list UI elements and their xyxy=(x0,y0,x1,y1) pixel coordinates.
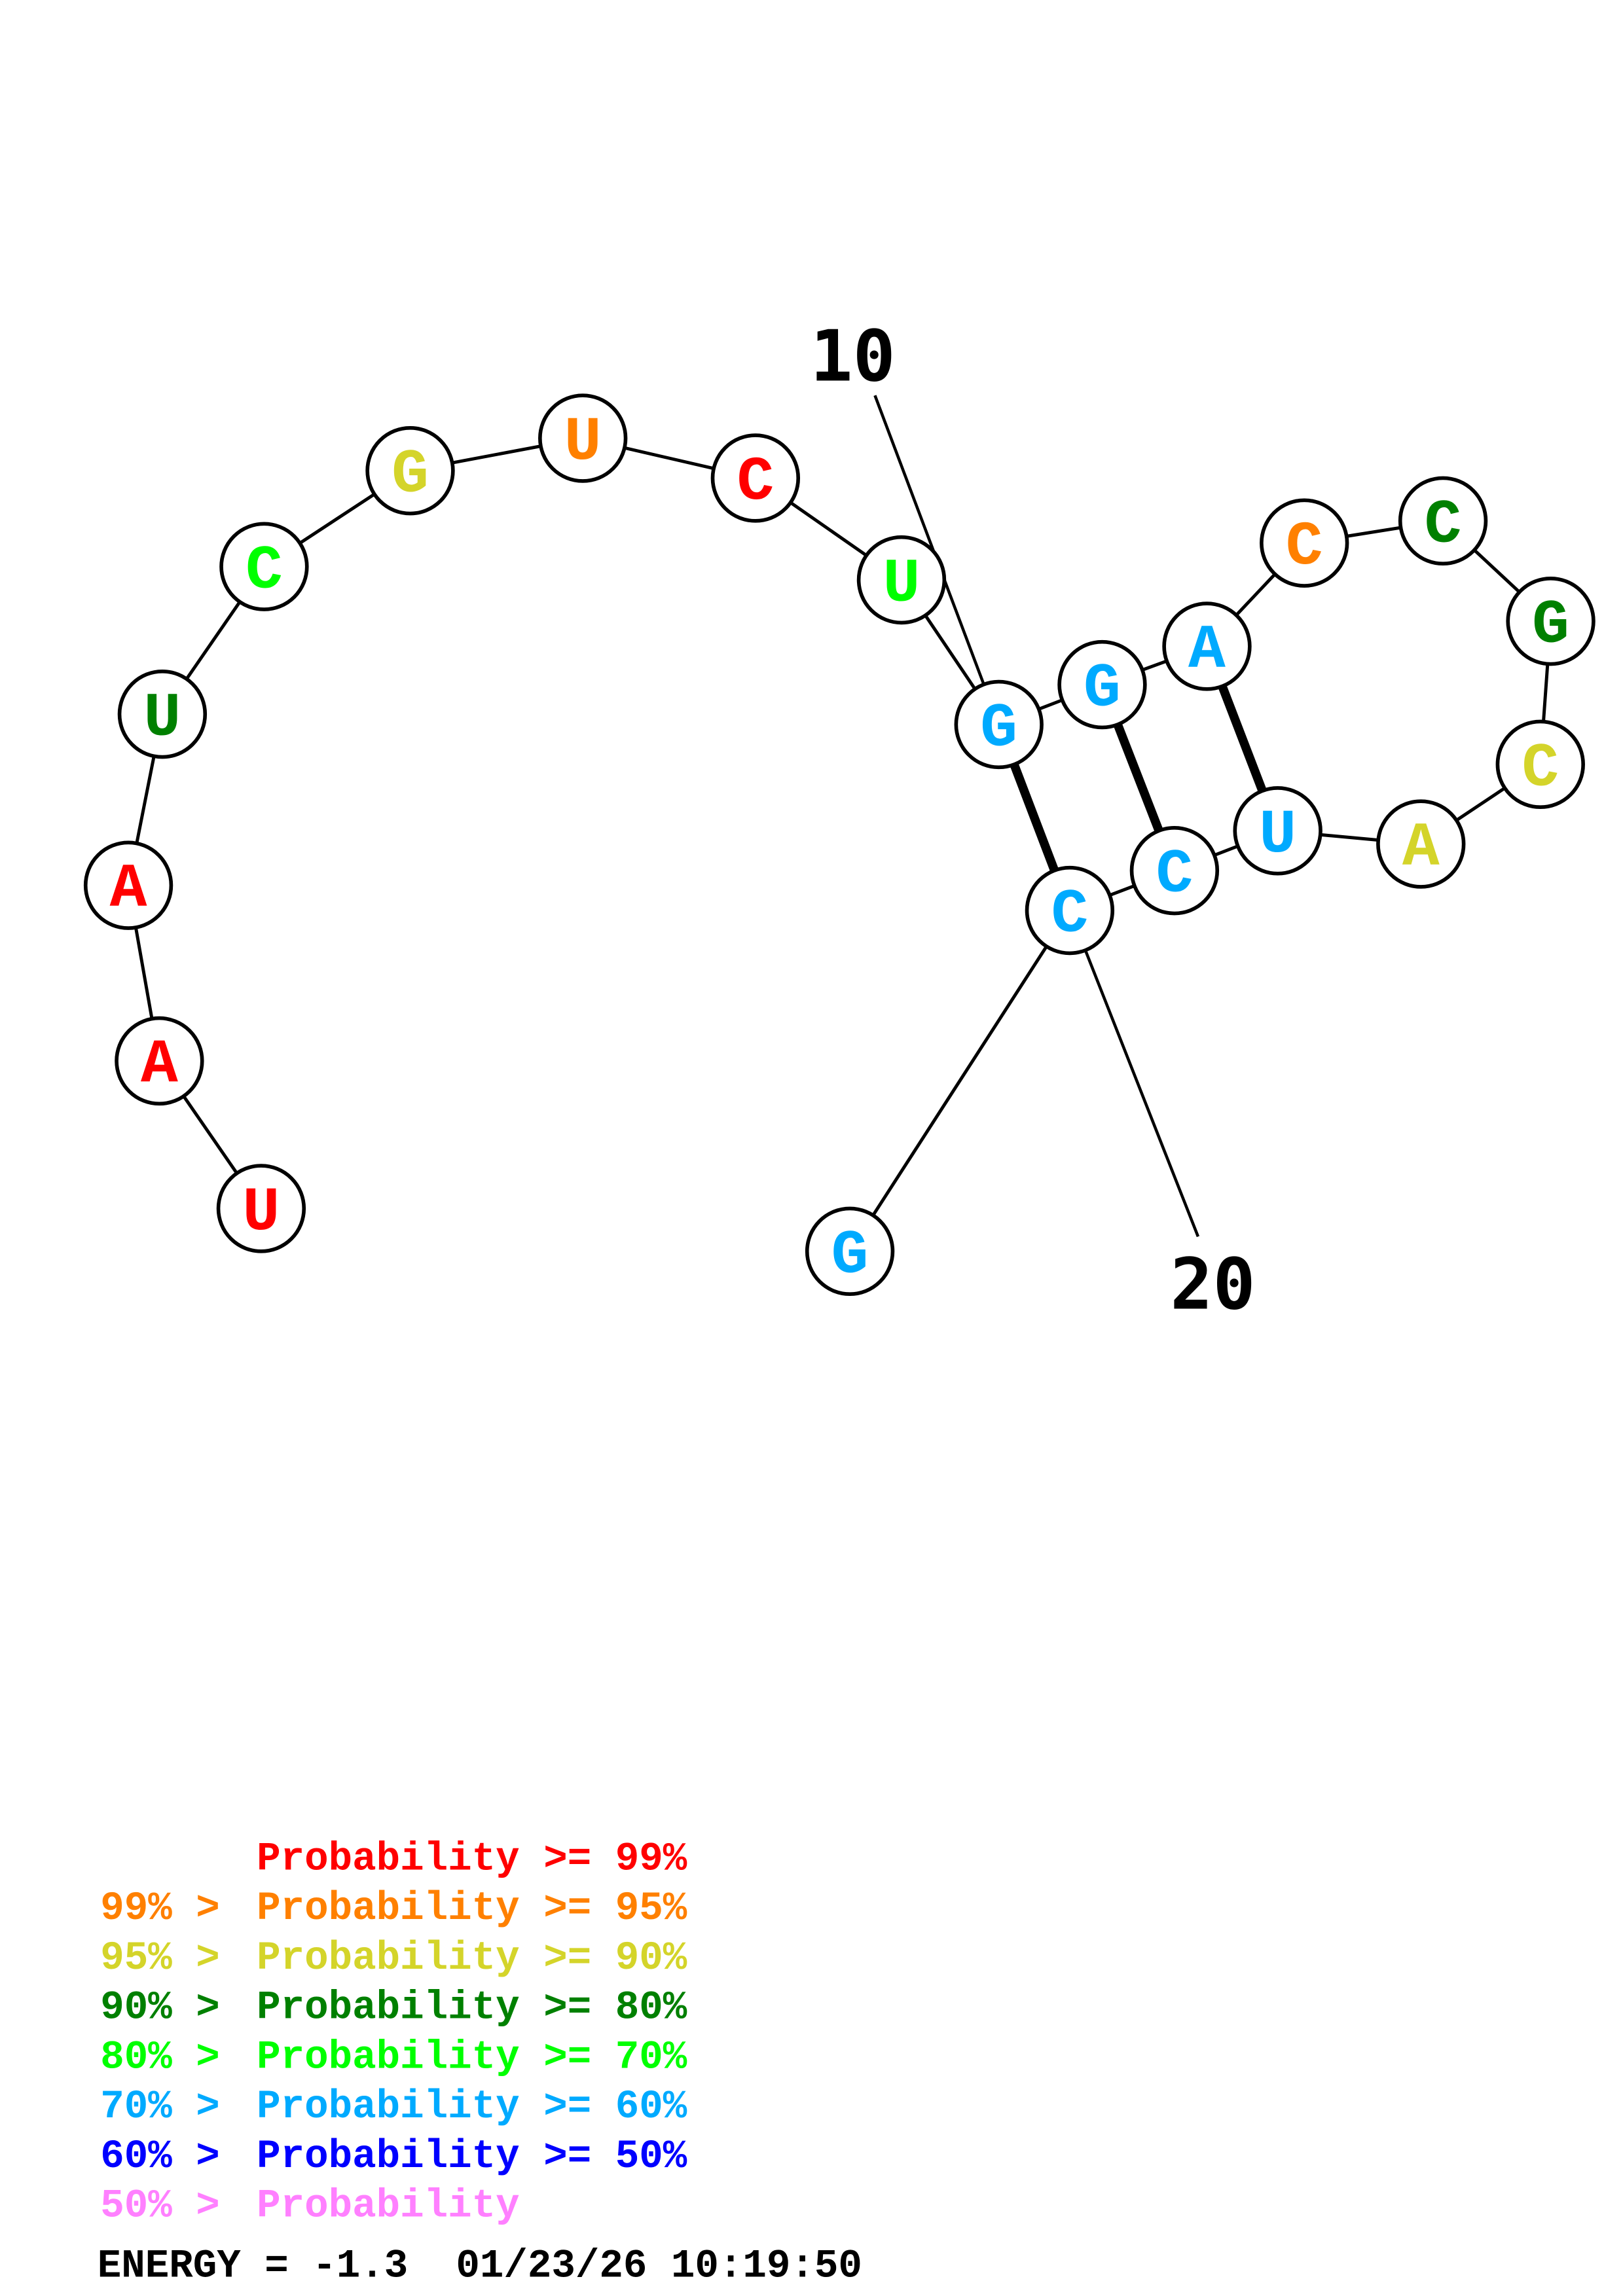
nucleotide-letter: U xyxy=(883,550,921,620)
nucleotide-circle xyxy=(710,433,801,523)
legend-prefix: 70% > xyxy=(100,2085,244,2130)
nucleotide-circle xyxy=(117,669,208,759)
nucleotide-letter: C xyxy=(1522,734,1559,804)
nucleotide-circle xyxy=(365,425,455,516)
nucleotide-letter: U xyxy=(1259,800,1296,870)
nucleotide-circle xyxy=(1057,639,1147,730)
nucleotide-letter: G xyxy=(1084,655,1121,725)
nucleotide-circle xyxy=(538,393,628,483)
nucleotide: A xyxy=(1376,799,1466,889)
legend-entry: Probability xyxy=(257,2184,520,2229)
legend-entry: Probability >= 90% xyxy=(257,1936,687,1981)
legend-prefix: 90% > xyxy=(100,1986,244,2031)
nucleotide-letter: G xyxy=(1532,591,1569,661)
nucleotide-circle xyxy=(805,1206,895,1297)
nucleotide-circle xyxy=(83,840,173,930)
nucleotide: U xyxy=(1233,786,1322,876)
nucleotide-circle xyxy=(856,535,947,625)
nucleotide: G xyxy=(954,679,1044,770)
nucleotide: C xyxy=(219,522,309,611)
nucleotide: G xyxy=(805,1206,895,1297)
nucleotide: G xyxy=(365,425,455,516)
nucleotide-circle xyxy=(1398,476,1488,566)
energy-footer: ENERGY = -1.3 01/23/26 10:19:50 xyxy=(98,2244,862,2289)
nucleotide: G xyxy=(1057,639,1147,730)
legend-entry: Probability >= 70% xyxy=(257,2035,687,2080)
nucleotide: C xyxy=(710,433,801,523)
nucleotide-circle xyxy=(1506,576,1596,666)
nucleotide: G xyxy=(1506,576,1596,666)
nucleotide-letter: A xyxy=(1188,616,1226,686)
nucleotide-letter: U xyxy=(564,408,602,478)
nucleotide-letter: C xyxy=(246,536,283,606)
backbone-bond xyxy=(848,909,1071,1253)
nucleotide: C xyxy=(1129,825,1220,916)
legend-entry: Probability >= 95% xyxy=(257,1886,687,1931)
nucleotide-circle xyxy=(1233,786,1322,876)
nucleotide: U xyxy=(216,1164,306,1253)
nucleotide-circle xyxy=(219,522,309,611)
nucleotide-letter: C xyxy=(1286,512,1323,583)
nucleotide-circle xyxy=(1260,498,1349,588)
nucleotide: C xyxy=(1398,476,1488,566)
legend-prefix: 99% > xyxy=(100,1886,244,1931)
nucleotide-letter: G xyxy=(831,1221,869,1291)
nucleotide: U xyxy=(856,535,947,625)
legend-prefix: 95% > xyxy=(100,1936,244,1981)
nucleotide-letter: A xyxy=(110,855,147,925)
nucleotide: C xyxy=(1025,865,1115,956)
nucleotide: A xyxy=(1162,601,1252,691)
nucleotide-letter: G xyxy=(392,440,429,511)
nucleotide-letter: C xyxy=(1425,490,1462,560)
nucleotide: A xyxy=(115,1016,204,1106)
legend-entry: Probability >= 50% xyxy=(257,2134,687,2179)
nucleotide-letter: G xyxy=(980,694,1017,764)
index-tick-line xyxy=(1068,910,1200,1238)
legend-entry: Probability >= 80% xyxy=(257,1986,687,2031)
nucleotide-circle xyxy=(1376,799,1466,889)
nucleotide-letter: U xyxy=(143,684,181,754)
nucleotide: C xyxy=(1260,498,1349,588)
nucleotide: A xyxy=(83,840,173,930)
nucleotide-circle xyxy=(954,679,1044,770)
nucleotide-circle xyxy=(1129,825,1220,916)
nucleotide-circle xyxy=(1495,719,1585,810)
index-label: 20 xyxy=(1170,1244,1255,1326)
nucleotide: C xyxy=(1495,719,1585,810)
nucleotide-circle xyxy=(1162,601,1252,691)
nucleotide-circle xyxy=(216,1164,306,1253)
nucleotide-letter: U xyxy=(242,1178,280,1248)
probability-legend: Probability >= 99% 99% > Probability >= 9… xyxy=(100,1837,687,2229)
nucleotide: U xyxy=(117,669,208,759)
nucleotide-letter: C xyxy=(737,448,774,518)
legend-entry: Probability >= 99% xyxy=(257,1837,687,1882)
nucleotide: U xyxy=(538,393,628,483)
nucleotide-circle xyxy=(1025,865,1115,956)
nucleotide-letter: A xyxy=(1402,814,1440,884)
nucleotide-circle xyxy=(115,1016,204,1106)
nucleotide-letter: C xyxy=(1156,840,1193,910)
legend-prefix: 80% > xyxy=(100,2035,244,2080)
nucleotide-letter: A xyxy=(141,1031,178,1101)
nucleotide-letter: C xyxy=(1051,880,1088,950)
legend-prefix: 60% > xyxy=(100,2134,244,2179)
legend-prefix: 50% > xyxy=(100,2184,244,2229)
index-label: 10 xyxy=(810,315,895,398)
index-ticks: 10 20 xyxy=(810,315,1255,1326)
legend-entry: Probability >= 60% xyxy=(257,2085,687,2130)
